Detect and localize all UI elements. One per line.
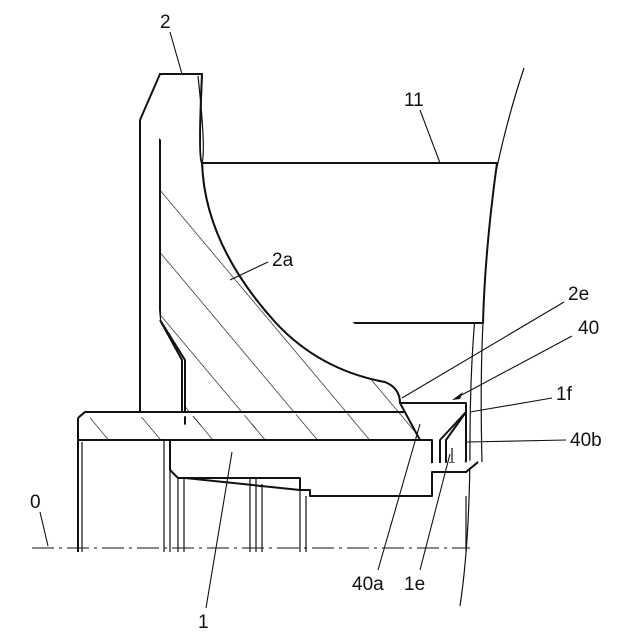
label-2a: 2a (272, 250, 294, 271)
leader-1f (470, 398, 552, 412)
label-0: 0 (30, 492, 41, 513)
label-11: 11 (404, 90, 424, 111)
outer-arc-boundary (460, 68, 524, 606)
label-1e: 1e (404, 574, 425, 595)
label-2e: 2e (568, 284, 589, 305)
label-40: 40 (578, 318, 599, 339)
label-1: 1 (198, 612, 209, 633)
leader-0 (40, 512, 48, 546)
leader-11 (420, 110, 440, 163)
label-40a: 40a (352, 574, 384, 595)
label-40b: 40b (570, 430, 602, 451)
leader-2 (170, 32, 182, 74)
label-2: 2 (160, 12, 171, 33)
label-1f: 1f (556, 384, 573, 405)
leader-40-arrow (452, 392, 463, 400)
